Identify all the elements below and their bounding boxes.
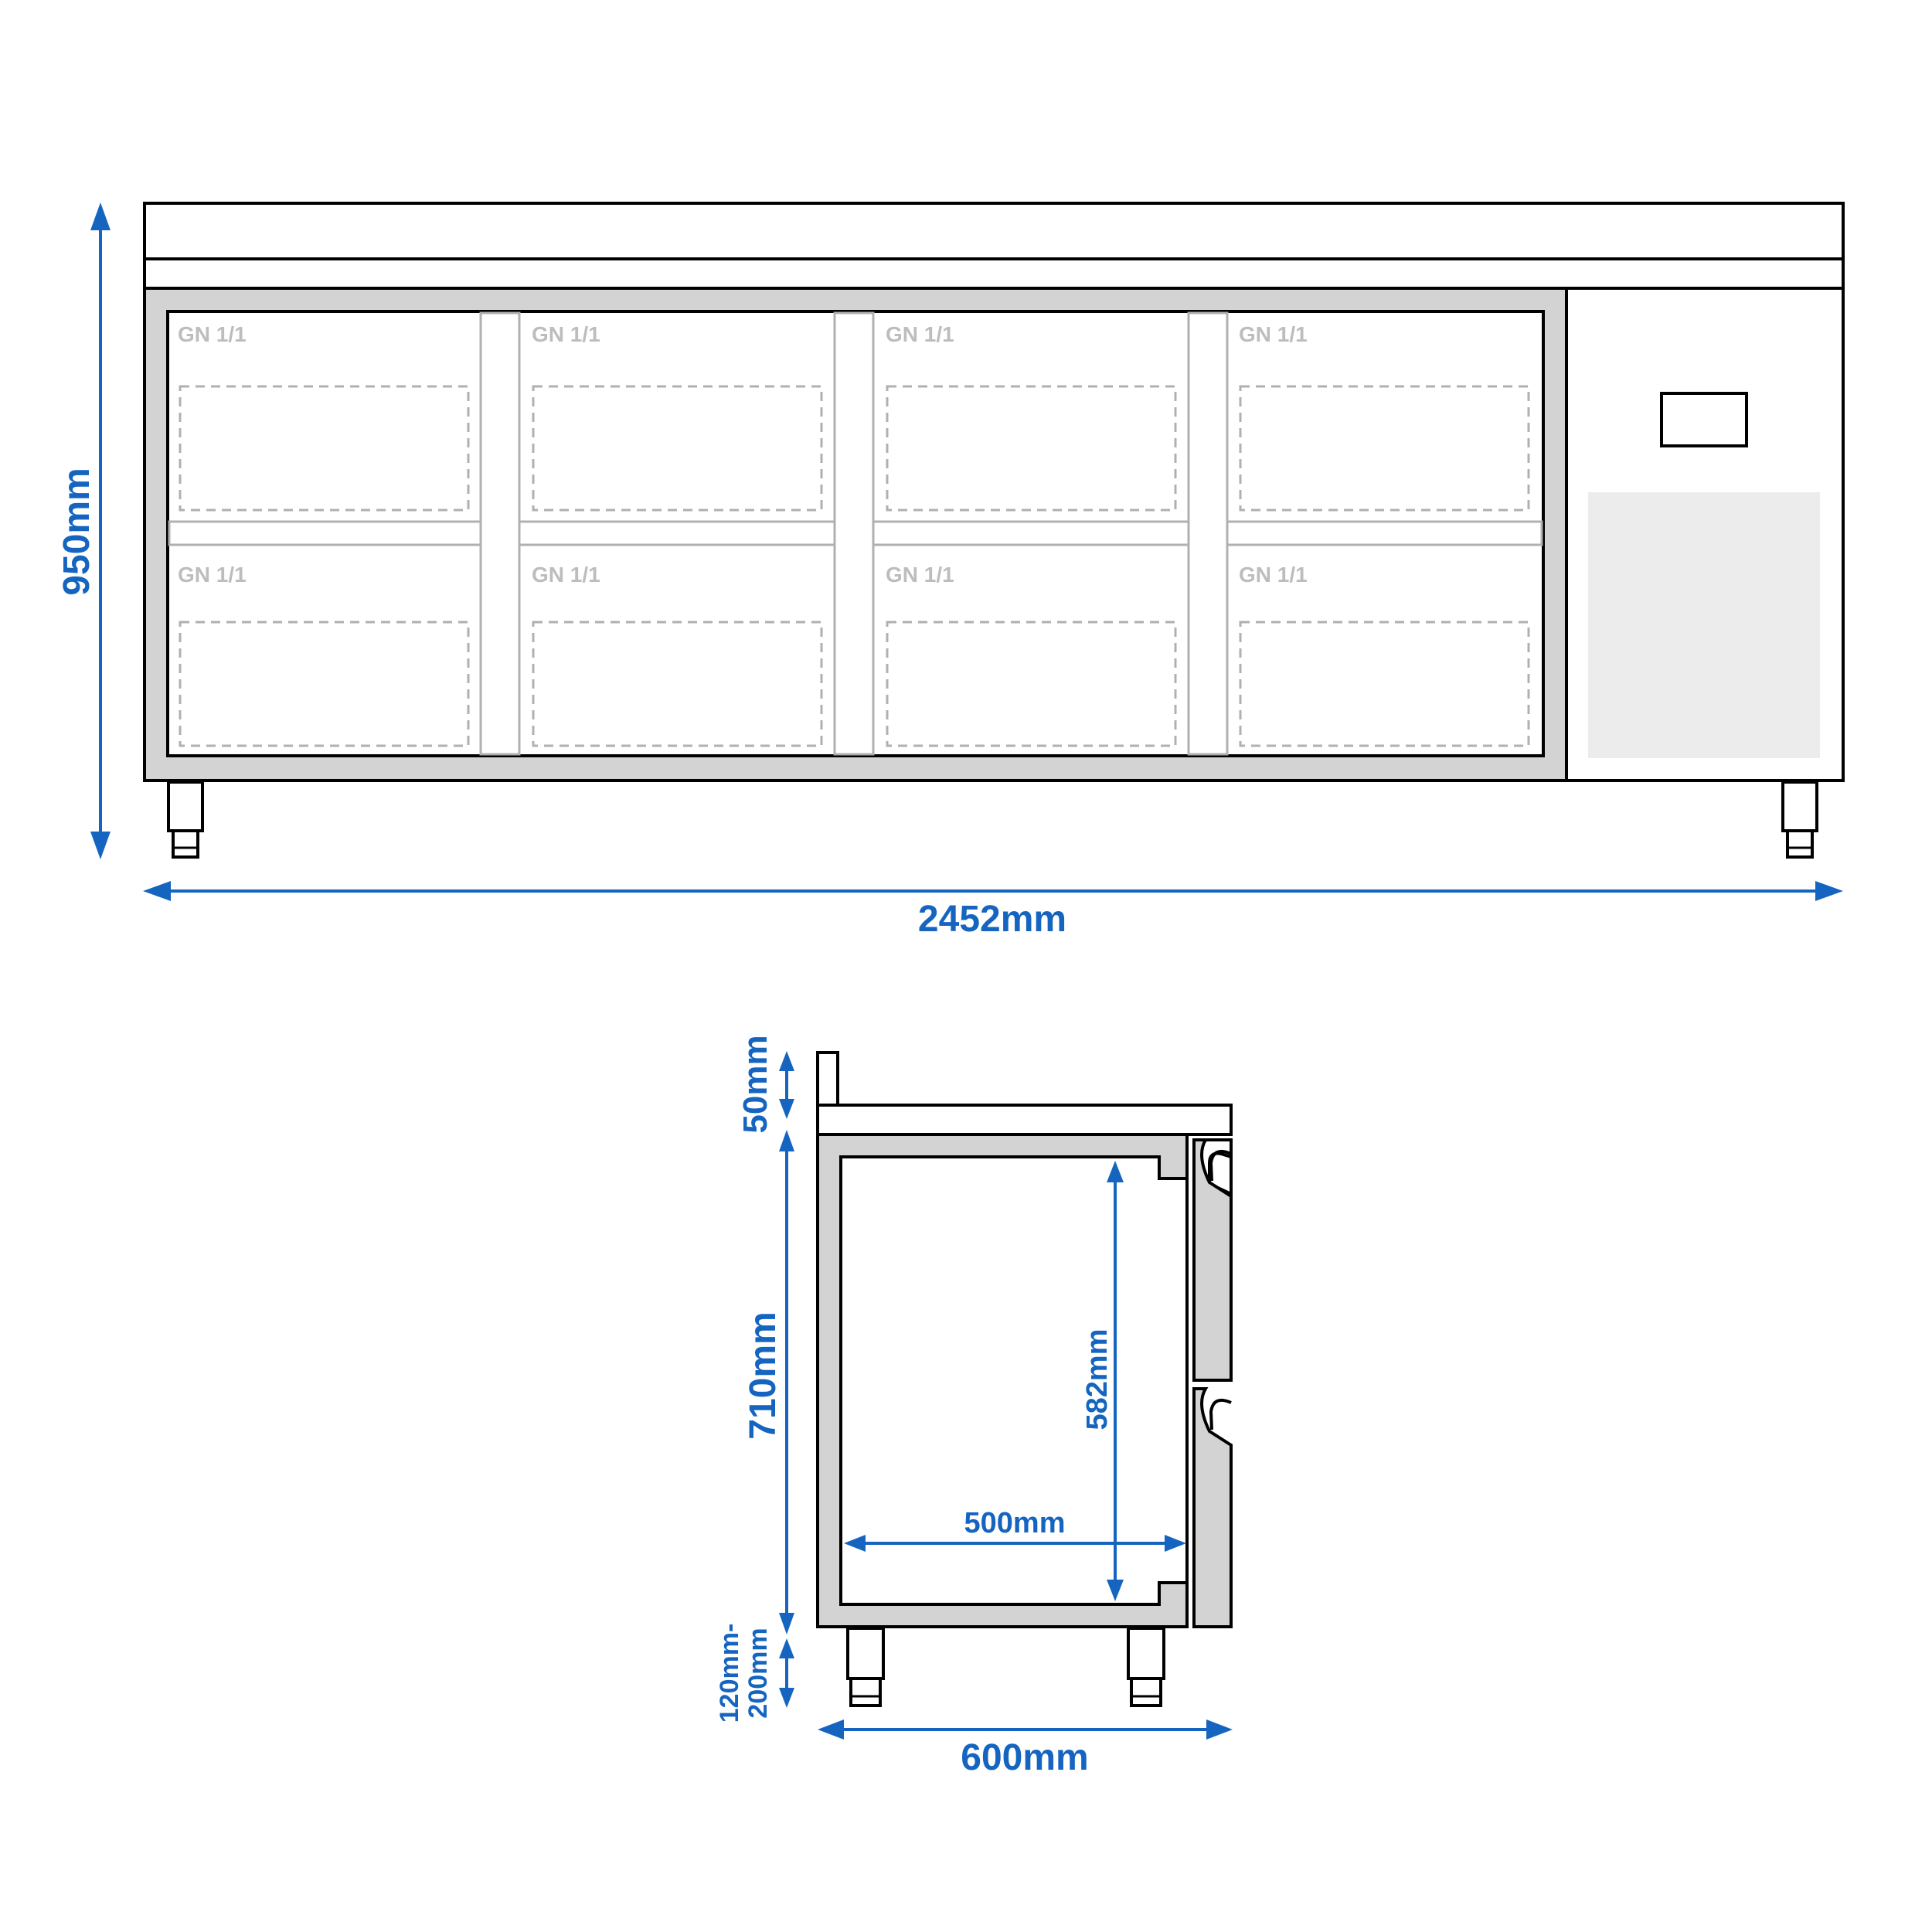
leg-height-dimension: 120mm- 200mm <box>715 1624 794 1723</box>
shelf-separator <box>518 520 836 546</box>
side-leg-left <box>846 1627 885 1707</box>
front-leg-left <box>167 781 204 859</box>
front-view: GN 1/1 GN 1/1 GN 1/1 GN 1/1 GN 1/1 GN 1/… <box>56 202 1845 940</box>
side-view: 50mm 710mm 120mm- 200mm 582mm <box>715 1035 1233 1778</box>
shelf-separator <box>1226 520 1543 546</box>
upper-door-handle <box>1209 1150 1232 1182</box>
inner-depth-label: 500mm <box>964 1507 1066 1539</box>
shelf-separator <box>168 520 482 546</box>
side-leg-right <box>1127 1627 1165 1707</box>
upper-door-panel <box>1192 1138 1233 1382</box>
compartment-label: GN 1/1 <box>532 563 600 587</box>
compartment-label: GN 1/1 <box>532 322 600 346</box>
compartment-label: GN 1/1 <box>886 563 954 587</box>
ventilation-panel <box>1588 492 1820 758</box>
leg-height-label-line2: 200mm <box>743 1628 773 1718</box>
front-leg-right <box>1781 781 1818 859</box>
worktop-lip <box>143 257 1845 290</box>
control-display <box>1660 392 1748 447</box>
gn-container <box>886 385 1177 512</box>
top-thickness-dimension: 50mm <box>736 1035 794 1134</box>
shelf-separator <box>872 520 1190 546</box>
width-label: 2452mm <box>918 899 1066 940</box>
body-height-label: 710mm <box>743 1311 784 1439</box>
depth-dimension: 600mm <box>818 1719 1233 1778</box>
depth-label: 600mm <box>961 1737 1088 1778</box>
compartment-label: GN 1/1 <box>1239 322 1308 346</box>
compartment-label: GN 1/1 <box>178 563 247 587</box>
side-worktop <box>816 1104 1233 1136</box>
compartment-label: GN 1/1 <box>886 322 954 346</box>
gn-container <box>1239 385 1530 512</box>
gn-container <box>179 621 470 747</box>
compartment-label: GN 1/1 <box>178 322 247 346</box>
compartment-label: GN 1/1 <box>1239 563 1308 587</box>
gn-container <box>532 385 823 512</box>
gn-container <box>886 621 1177 747</box>
lower-door-handle <box>1209 1399 1232 1430</box>
worktop <box>143 202 1845 260</box>
door-separator <box>833 311 875 756</box>
door-separator <box>479 311 521 756</box>
backsplash <box>816 1051 839 1107</box>
inner-height-dimension: 582mm <box>1081 1161 1124 1601</box>
gn-container <box>179 385 470 512</box>
inner-height-label: 582mm <box>1081 1329 1114 1430</box>
width-dimension: 2452mm <box>143 881 1843 940</box>
door-separator <box>1187 311 1229 756</box>
height-dimension: 950mm <box>56 202 111 859</box>
gn-container <box>532 621 823 747</box>
gn-container <box>1239 621 1530 747</box>
top-thickness-label: 50mm <box>736 1035 774 1133</box>
inner-depth-dimension: 500mm <box>844 1507 1186 1552</box>
height-label: 950mm <box>56 468 97 595</box>
leg-height-label-line1: 120mm- <box>715 1624 744 1723</box>
inner-cavity <box>839 1155 1189 1606</box>
body-height-dimension: 710mm <box>743 1130 794 1634</box>
lower-door-panel <box>1192 1387 1233 1628</box>
